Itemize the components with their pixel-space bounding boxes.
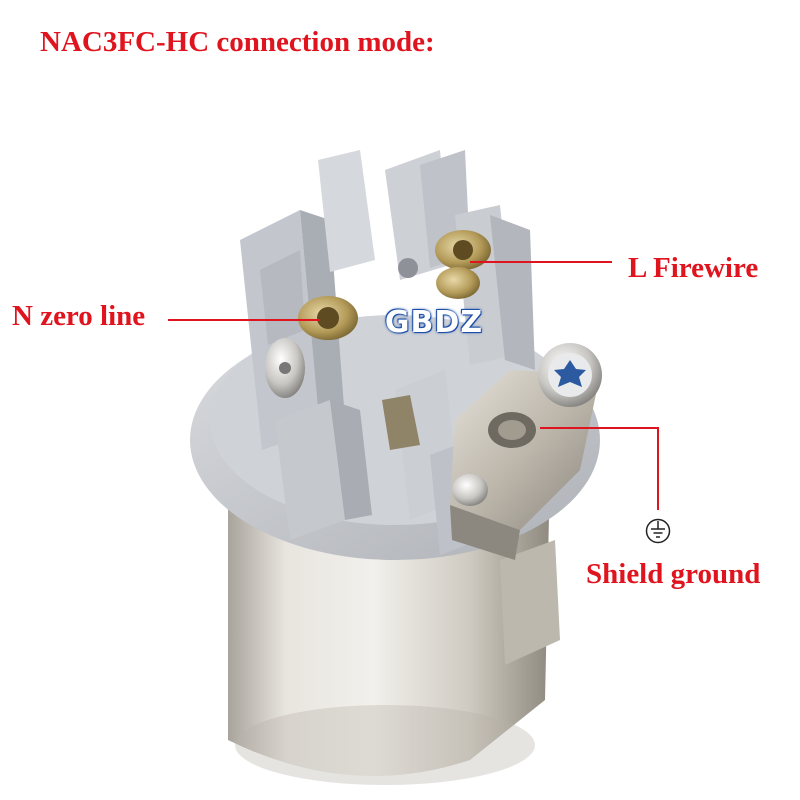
brand-watermark: GBDZ bbox=[384, 304, 484, 340]
terminal-contacts bbox=[265, 230, 491, 398]
shield-ground-label: Shield ground bbox=[586, 558, 761, 590]
page-title: NAC3FC-HC connection mode: bbox=[40, 26, 435, 58]
neutral-line-label: N zero line bbox=[12, 300, 146, 332]
live-wire-label: L Firewire bbox=[628, 252, 759, 284]
ground-terminal-block bbox=[450, 343, 602, 560]
pointer-lines bbox=[168, 261, 659, 510]
earth-ground-icon bbox=[645, 518, 671, 544]
